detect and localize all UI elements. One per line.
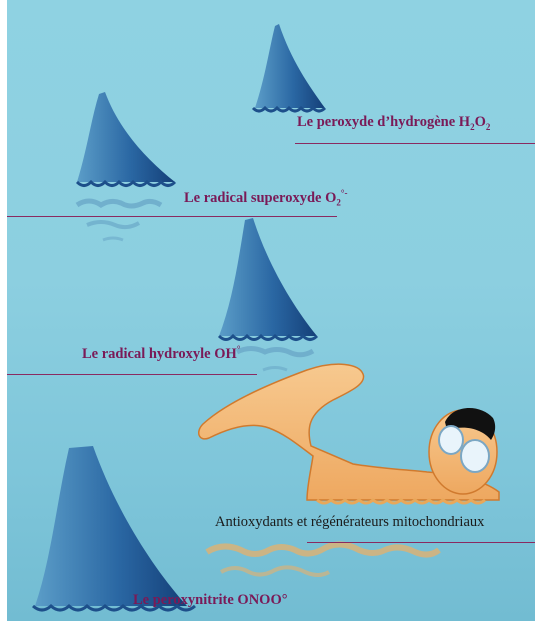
shark-fin-peroxynitrite <box>33 446 195 610</box>
shark-fin-superoxide <box>77 92 175 240</box>
swimmer <box>199 364 499 575</box>
label-hydroxyl: Le radical hydroxyle OH° <box>82 344 240 363</box>
rule-superoxide <box>7 216 337 217</box>
label-superoxide: Le radical superoxyde O2°- <box>184 188 348 208</box>
label-antioxidants: Antioxydants et régénérateurs mitochondr… <box>215 514 484 531</box>
rule-h2o2 <box>295 143 535 144</box>
label-peroxynitrite: Le peroxynitrite ONOO° <box>133 592 288 609</box>
label-h2o2: Le peroxyde d’hydrogène H2O2 <box>297 114 490 132</box>
shark-fin-h2o2 <box>253 24 325 111</box>
rule-hydroxyl <box>7 374 257 375</box>
illustration-scene: Le peroxyde d’hydrogène H2O2 Le radical … <box>7 0 535 621</box>
rule-antioxidants <box>307 542 535 543</box>
